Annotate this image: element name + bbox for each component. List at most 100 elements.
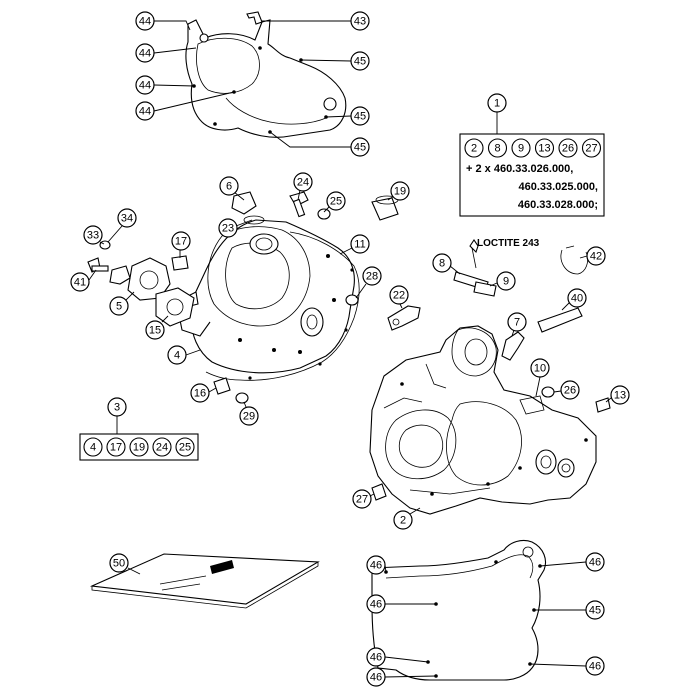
callout-46: 46 xyxy=(366,555,386,575)
callout-number: 43 xyxy=(354,16,366,28)
callout-44: 44 xyxy=(135,43,155,63)
callout-15: 15 xyxy=(145,320,165,340)
callout-45: 45 xyxy=(350,51,370,71)
kit-number: 4 xyxy=(90,442,96,454)
callout-circle xyxy=(366,647,386,667)
callout-circle xyxy=(366,667,386,687)
leader-c-6 xyxy=(233,191,245,201)
callout-circle xyxy=(350,137,370,157)
callout-number: 24 xyxy=(297,177,309,189)
callout-1: 1 xyxy=(487,93,507,113)
kit-circle xyxy=(581,138,602,158)
callout-number: 17 xyxy=(175,236,187,248)
kit-number: 9 xyxy=(518,143,524,155)
callout-circle xyxy=(109,553,129,573)
callout-number: 46 xyxy=(370,599,382,611)
kit1-line-3: 460.33.028.000; xyxy=(518,199,598,211)
callout-40: 40 xyxy=(567,288,587,308)
leader-c-5 xyxy=(125,291,135,301)
callout-8: 8 xyxy=(432,253,452,273)
leader-c-44c xyxy=(153,84,195,87)
callout-46: 46 xyxy=(585,552,605,572)
kit3-item-17: 17 xyxy=(106,437,126,457)
callout-number: 15 xyxy=(149,325,161,337)
callout-number: 19 xyxy=(394,186,406,198)
callout-19: 19 xyxy=(390,181,410,201)
callout-number: 16 xyxy=(194,388,206,400)
kit-number: 17 xyxy=(110,442,122,454)
leader-c-8 xyxy=(449,265,461,275)
callout-10: 10 xyxy=(530,358,550,378)
callout-4: 4 xyxy=(167,345,187,365)
callout-2: 2 xyxy=(393,510,413,530)
callout-46: 46 xyxy=(585,656,605,676)
kit-number: 27 xyxy=(585,143,597,155)
kit3-item-19: 19 xyxy=(129,437,149,457)
kit1-item-8: 8 xyxy=(487,138,508,158)
callout-circle xyxy=(350,11,370,31)
callout-45: 45 xyxy=(350,106,370,126)
leader-c-41 xyxy=(88,269,97,281)
leader-c-42 xyxy=(579,255,588,259)
callout-circle xyxy=(432,253,452,273)
leader-c-50 xyxy=(127,567,141,575)
callout-34: 34 xyxy=(117,208,137,228)
kit-number: 19 xyxy=(133,442,145,454)
kit3-item-25: 25 xyxy=(175,437,195,457)
callout-41: 41 xyxy=(70,272,90,292)
callout-29: 29 xyxy=(239,406,259,426)
callout-43: 43 xyxy=(350,11,370,31)
clutch-cover xyxy=(177,219,355,374)
kit-circle xyxy=(83,437,103,457)
kit-number: 2 xyxy=(471,143,477,155)
kit1-item-13: 13 xyxy=(534,138,555,158)
kit1-line-1: + 2 x 460.33.026.000, xyxy=(466,163,573,175)
callout-number: 34 xyxy=(121,213,133,225)
kit-number: 8 xyxy=(494,143,500,155)
callout-circle xyxy=(393,510,413,530)
callout-3: 3 xyxy=(107,397,127,417)
owners-manual xyxy=(89,553,320,609)
leader-c-10 xyxy=(535,376,541,397)
callout-number: 8 xyxy=(439,258,445,270)
leader-c-9 xyxy=(489,282,498,287)
callout-33: 33 xyxy=(83,225,103,245)
leader-c-34 xyxy=(107,225,123,243)
leader-c-13 xyxy=(605,397,612,403)
callout-number: 4 xyxy=(174,350,180,362)
loctite-note: LOCTITE 243 xyxy=(477,238,540,249)
callout-circle xyxy=(135,43,155,63)
kit-circle xyxy=(464,138,484,158)
callout-circle xyxy=(117,208,137,228)
callout-46: 46 xyxy=(366,667,386,687)
callout-number: 13 xyxy=(614,390,626,402)
leader-lines xyxy=(88,20,612,678)
kit-circle xyxy=(152,437,172,457)
leader-c-15 xyxy=(161,315,169,323)
callout-circle xyxy=(567,288,587,308)
callout-45: 45 xyxy=(585,600,605,620)
callout-circle xyxy=(352,489,372,509)
callout-circle xyxy=(389,285,409,305)
kit-circle xyxy=(106,437,126,457)
leader-c-45c xyxy=(269,131,351,148)
small-parts-right xyxy=(387,239,588,361)
small-parts-upper xyxy=(87,191,399,306)
callout-circle xyxy=(218,218,238,238)
callout-circle xyxy=(585,552,605,572)
callout-circle xyxy=(610,385,630,405)
kit-number: 24 xyxy=(156,442,168,454)
callout-number: 44 xyxy=(139,16,151,28)
callout-number: 23 xyxy=(222,223,234,235)
callout-6: 6 xyxy=(219,176,239,196)
kit-circle xyxy=(558,138,578,158)
crankcase xyxy=(369,325,597,515)
kit3-item-4: 4 xyxy=(83,437,103,457)
callout-circle xyxy=(135,101,155,121)
callout-27: 27 xyxy=(352,489,372,509)
callout-number: 40 xyxy=(571,293,583,305)
callout-13: 13 xyxy=(610,385,630,405)
callout-number: 45 xyxy=(354,56,366,68)
callout-circle xyxy=(350,51,370,71)
water-pump-cover xyxy=(109,257,195,327)
